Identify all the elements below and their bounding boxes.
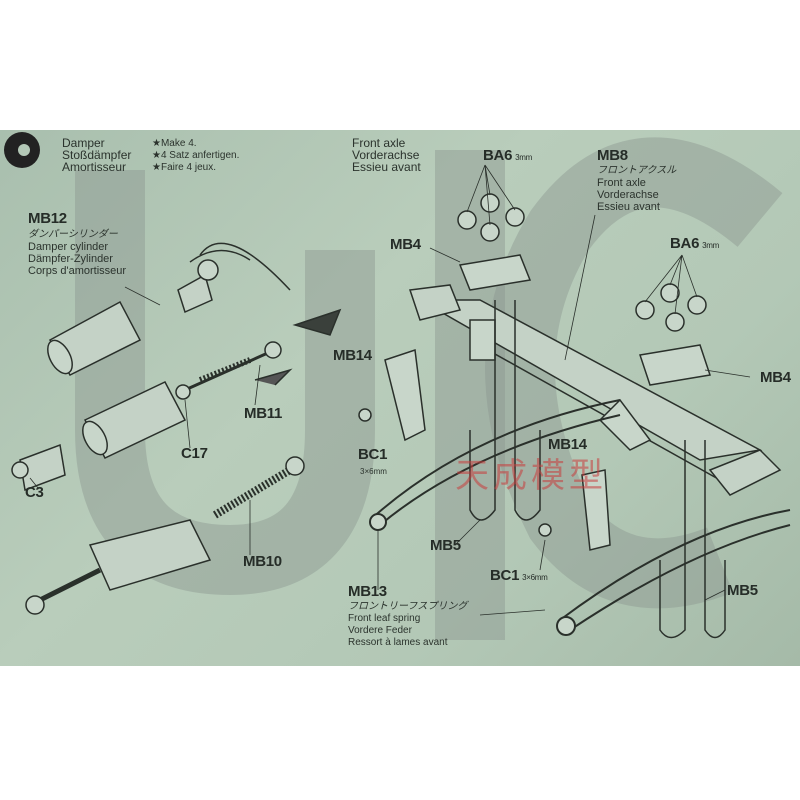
leaf-springs xyxy=(369,399,791,636)
part-code: MB8 xyxy=(597,147,628,164)
desc-en: Front leaf spring xyxy=(348,613,421,624)
part-code: BA6 xyxy=(670,235,700,252)
part-label-mb14: MB14 xyxy=(333,347,372,364)
desc-en: Front axle xyxy=(597,177,646,189)
front-axle xyxy=(408,284,782,496)
desc-fr: Corps d'amortisseur xyxy=(28,265,127,277)
instruction-en: ★Make 4. xyxy=(152,138,197,149)
axle-plates xyxy=(458,254,711,386)
section-title: Front axle Vorderachse Essieu avant xyxy=(352,137,421,173)
part-label-c17: C17 xyxy=(181,445,208,462)
part-desc: フロントリーフスプリング Front leaf spring Vordere F… xyxy=(348,601,467,649)
title-de: Stoßdämpfer xyxy=(62,148,132,162)
part-code: MB13 xyxy=(348,583,387,600)
part-label-mb4: MB4 xyxy=(760,369,791,386)
part-label-mb14: MB14 xyxy=(548,436,587,453)
damper-cylinder-top xyxy=(47,242,291,376)
title-en: Damper xyxy=(62,136,105,150)
part-label-mb5: MB5 xyxy=(727,582,758,599)
part-code: BA6 xyxy=(483,147,513,164)
part-label-mb5: MB5 xyxy=(430,537,461,554)
instruction-fr: ★Faire 4 jeux. xyxy=(152,162,216,173)
part-size: 3×6mm xyxy=(522,573,548,582)
part-label-c3: C3 xyxy=(25,484,44,501)
part-code: BC1 xyxy=(490,567,520,584)
part-label-mb10: MB10 xyxy=(243,553,282,570)
damper-spring xyxy=(212,456,305,519)
desc-de: Vorderachse xyxy=(597,189,659,201)
part-label-mb4: MB4 xyxy=(390,236,421,253)
part-code: BC1 xyxy=(358,446,388,463)
damper-assembled xyxy=(25,519,212,615)
part-size: 3×6mm xyxy=(360,467,387,476)
part-size: 3mm xyxy=(702,241,719,250)
part-code: MB12 xyxy=(28,210,67,227)
step-title: Damper Stoßdämpfer Amortisseur xyxy=(62,137,131,173)
shop-watermark: 天成模型 xyxy=(455,456,607,496)
part-size: 3mm xyxy=(515,153,532,162)
part-desc: フロントアクスル Front axle Vorderachse Essieu a… xyxy=(597,165,676,213)
desc-fr: Ressort à lames avant xyxy=(348,637,448,648)
step-instruction: ★Make 4. ★4 Satz anfertigen. ★Faire 4 je… xyxy=(152,138,239,174)
desc-de: Vordere Feder xyxy=(348,625,412,636)
damper-piston-rod xyxy=(175,341,282,400)
shackles xyxy=(384,348,611,551)
desc-jp: ダンパーシリンダー xyxy=(28,229,118,240)
desc-jp: フロントアクスル xyxy=(597,165,677,176)
u-bolts xyxy=(469,300,726,639)
screws xyxy=(358,408,552,537)
title-fr: Amortisseur xyxy=(62,160,127,174)
damper-cylinder-middle xyxy=(11,381,187,492)
section-en: Front axle xyxy=(352,136,406,150)
ujc-watermark-logo xyxy=(75,137,783,640)
instruction-de: ★4 Satz anfertigen. xyxy=(152,150,240,161)
part-label-mb11: MB11 xyxy=(244,405,282,422)
section-de: Vorderachse xyxy=(352,148,420,162)
desc-jp: フロントリーフスプリング xyxy=(348,601,468,612)
screwdriver-icon xyxy=(292,308,342,336)
desc-fr: Essieu avant xyxy=(597,201,660,213)
leader-lines xyxy=(29,164,751,616)
desc-de: Dämpfer-Zylinder xyxy=(28,253,113,265)
section-fr: Essieu avant xyxy=(352,160,421,174)
desc-en: Damper cylinder xyxy=(28,241,109,253)
part-desc: ダンパーシリンダー Damper cylinder Dämpfer-Zylind… xyxy=(28,229,126,277)
